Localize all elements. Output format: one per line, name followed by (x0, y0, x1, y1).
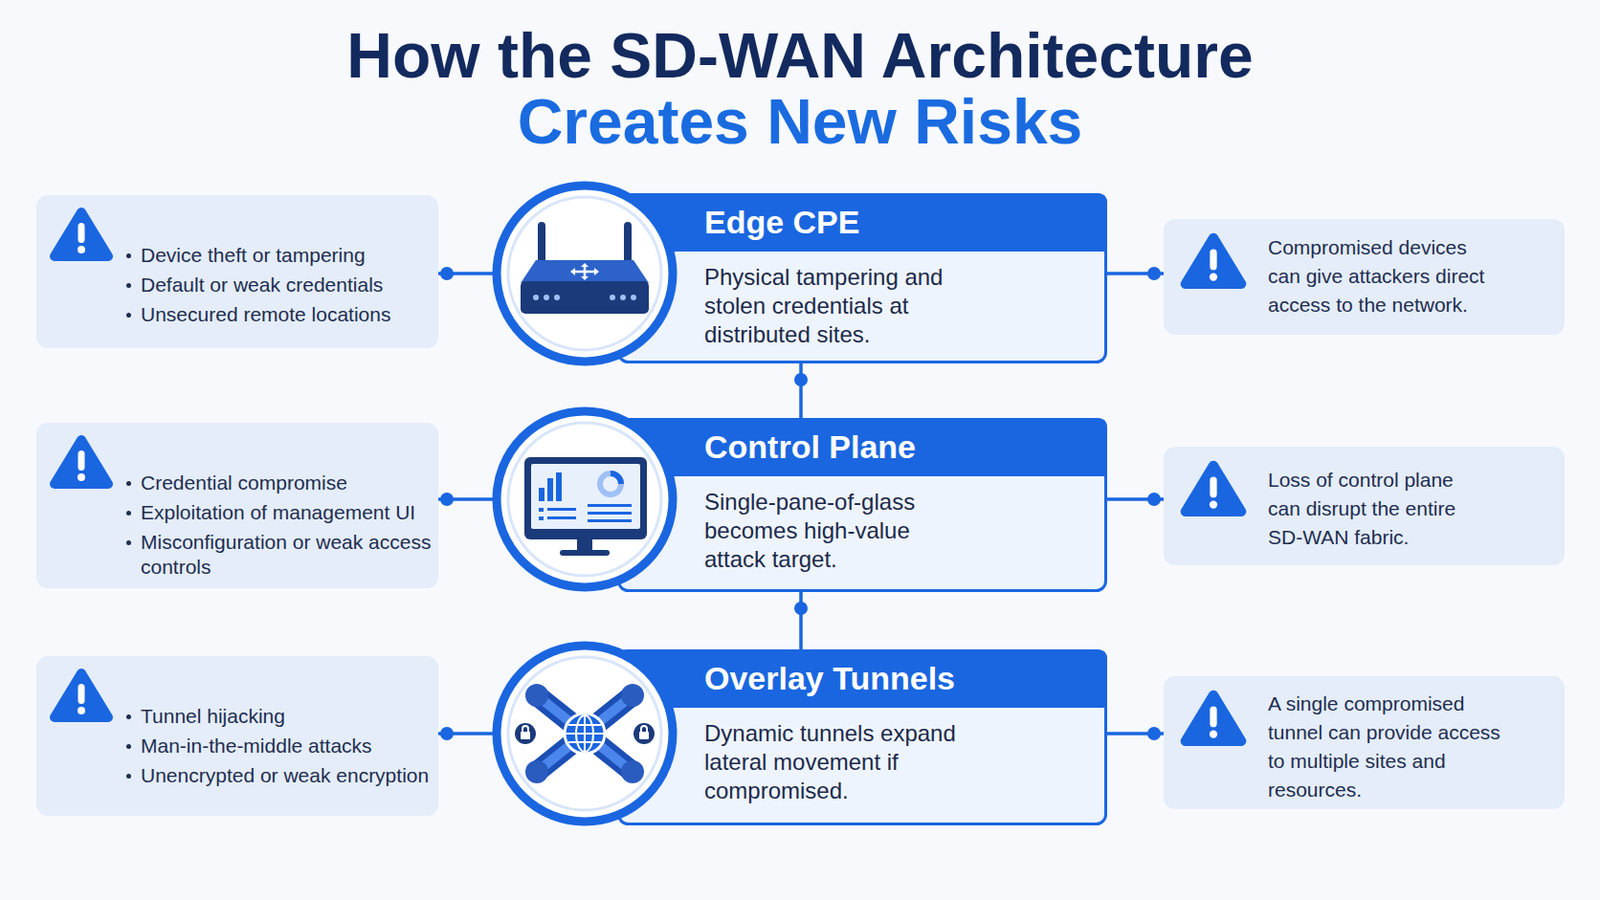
connector-dot (440, 492, 454, 507)
connector-dot (794, 601, 808, 616)
layer-description: Single-pane-of-glass becomes high-value … (704, 488, 967, 575)
icon-circle (496, 645, 673, 823)
risk-list-box: Device theft or tamperingDefault or weak… (36, 195, 439, 349)
layer-box: Control PlaneSingle-pane-of-glass become… (617, 418, 1108, 593)
layer-box: Edge CPE Physical tampering and stolen cr… (617, 193, 1108, 364)
layer-box: Overlay TunnelsDynamic tunnels expand la… (617, 649, 1108, 826)
connector-dot (794, 373, 808, 387)
connector-dot (440, 727, 454, 741)
layer-heading: Control Plane (704, 418, 916, 477)
impact-box: Loss of control plane can disrupt the en… (1163, 446, 1565, 566)
connector-dot (1147, 492, 1161, 507)
diagram-title: How the SD-WAN Architecture Creates New … (321, 22, 1279, 156)
layer-header-band (617, 418, 1108, 477)
icon-circle (496, 411, 673, 588)
connector-dot (440, 266, 454, 281)
risk-bullet: Man-in-the-middle attacks (140, 733, 438, 759)
impact-text: A single compromised tunnel can provide … (1267, 689, 1512, 805)
impact-text: Compromised devices can give attackers d… (1267, 233, 1496, 320)
risk-bullet: Device theft or tampering (140, 243, 438, 268)
icon-circle (496, 185, 673, 362)
impact-text: Loss of control plane can disrupt the en… (1267, 466, 1474, 553)
risk-bullet: Misconfiguration or weak access controls (140, 530, 438, 580)
layer-description: Dynamic tunnels expand lateral movement … (704, 719, 967, 806)
impact-box: Compromised devices can give attackers d… (1163, 219, 1565, 335)
risk-bullet: Exploitation of management UI (140, 500, 438, 526)
risk-bullet: Default or weak credentials (140, 272, 438, 298)
layer-description: Physical tampering and stolen credential… (704, 263, 967, 350)
layer-heading: Overlay Tunnels (704, 649, 956, 709)
connector-line (799, 592, 803, 650)
icon-circle-ring (508, 422, 662, 577)
connector-dot (1147, 266, 1161, 281)
risk-list-box: Tunnel hijackingMan-in-the-middle attack… (36, 656, 439, 817)
connector-line (799, 363, 803, 419)
risk-list-box: Credential compromiseExploitation of man… (36, 422, 439, 589)
risk-bullet: Tunnel hijacking (140, 704, 438, 730)
layer-header-band (617, 649, 1108, 709)
layer-heading: Edge CPE (704, 193, 860, 252)
icon-circle-ring (508, 197, 662, 351)
risk-bullet: Credential compromise (140, 470, 438, 496)
icon-circle-ring (508, 657, 662, 811)
impact-box: A single compromised tunnel can provide … (1163, 676, 1565, 810)
connector-dot (1147, 727, 1161, 741)
risk-bullet: Unencrypted or weak encryption (140, 763, 438, 789)
risk-bullet: Unsecured remote locations (140, 302, 438, 328)
layer-header-band (617, 193, 1108, 252)
